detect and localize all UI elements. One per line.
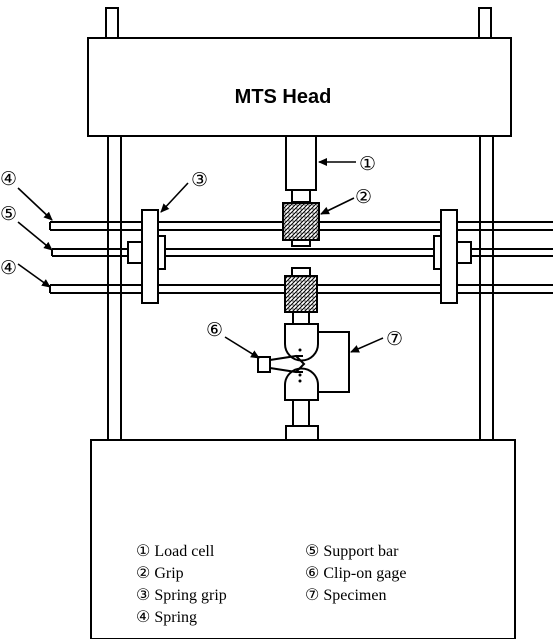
mts-head-label: MTS Head [235, 86, 332, 108]
left-column [107, 136, 122, 440]
specimen-lower-half [284, 367, 319, 427]
spring-grip-leader [160, 182, 189, 213]
left-column-top-stub [105, 7, 119, 39]
legend-item: ⑤ Support bar [305, 543, 399, 560]
legend: ① Load cell ② Grip ③ Spring grip ④ Sprin… [136, 543, 406, 626]
legend-item: ② Grip [136, 565, 184, 582]
legend-item: ⑥ Clip-on gage [305, 565, 406, 582]
callout-top-spring: ④ [0, 169, 17, 190]
load-cell [285, 135, 317, 191]
mts-head-box [87, 37, 512, 137]
bottom-cap [285, 425, 319, 441]
legend-item: ④ Spring [136, 609, 197, 626]
legend-item: ① Load cell [136, 543, 215, 560]
callout-support-bar: ⑤ [0, 204, 17, 225]
clip-on-gage [257, 354, 306, 374]
callout-load-cell: ① [359, 154, 376, 175]
bottom-spring-leader [17, 263, 51, 288]
specimen-bracket [318, 331, 350, 393]
lower-grip [284, 275, 318, 313]
grip-leader [320, 197, 355, 215]
callout-specimen: ⑦ [386, 329, 403, 350]
callout-bottom-spring: ④ [0, 258, 17, 279]
lower-grip-top [291, 267, 311, 277]
callout-grip: ② [355, 187, 372, 208]
support-bar-leader [17, 221, 53, 251]
upper-grip [282, 202, 320, 241]
legend-item: ⑦ Specimen [305, 587, 386, 604]
right-column [479, 136, 494, 440]
specimen-upper-half [284, 311, 319, 362]
right-spring-grip [433, 209, 472, 304]
specimen-leader [350, 337, 384, 353]
callout-clip-on-gage: ⑥ [206, 320, 223, 341]
top-spring-leader [17, 187, 53, 221]
upper-grip-base [291, 239, 311, 247]
bottom-frame-box [90, 439, 516, 639]
clip-on-gage-leader [224, 336, 260, 359]
load-cell-adapter [291, 189, 311, 203]
specimen-marks [298, 348, 302, 383]
right-column-top-stub [478, 7, 492, 39]
callout-spring-grip: ③ [191, 170, 208, 191]
legend-item: ③ Spring grip [136, 587, 227, 604]
left-spring-grip [127, 209, 166, 304]
